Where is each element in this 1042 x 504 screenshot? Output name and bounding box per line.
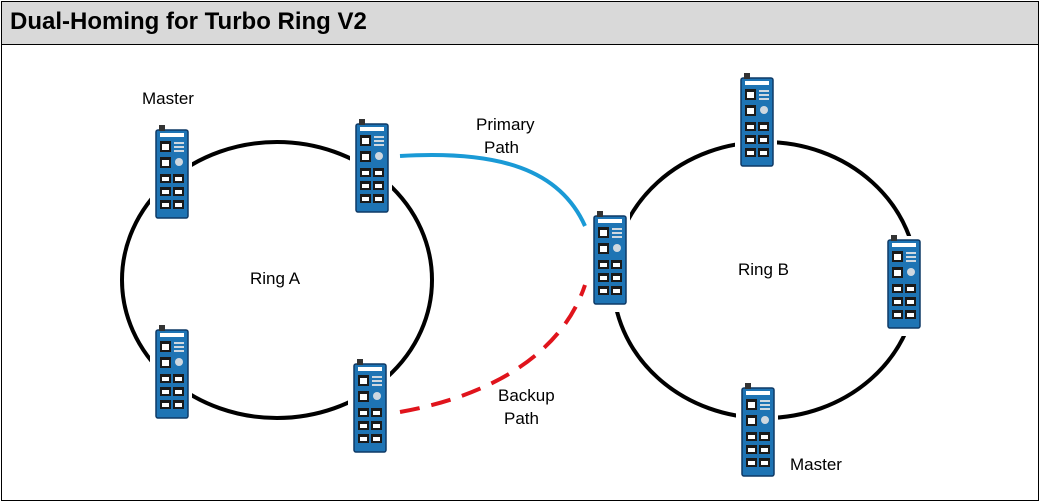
ring-b-circle: [611, 140, 919, 420]
backup-path-label-line2: Path: [504, 409, 539, 428]
switch-ring-b-right: [887, 234, 921, 329]
backup-path-line: [399, 284, 587, 414]
ring-b: [611, 140, 919, 420]
switch-dual-homing: [593, 210, 627, 305]
master-label-ring-a: Master: [142, 89, 194, 108]
switch-ring-a-top-right: [355, 118, 389, 213]
ring-a-label: Ring A: [250, 269, 301, 288]
ring-a-circle: [120, 140, 434, 420]
switch-ring-a-bottom-right: [353, 358, 387, 453]
master-label-ring-b: Master: [790, 455, 842, 474]
primary-path-label-line2: Path: [484, 138, 519, 157]
switch-ring-b-master: [741, 382, 775, 477]
switch-ring-a-bottom-left: [155, 324, 189, 419]
switch-ring-b-top: [740, 72, 774, 167]
switch-ring-a-master: [155, 124, 189, 219]
primary-path-line: [399, 153, 587, 227]
diagram-title: Dual-Homing for Turbo Ring V2: [10, 8, 367, 35]
ring-a: [120, 140, 434, 420]
backup-path-label-line1: Backup: [498, 386, 555, 405]
primary-path-label-line1: Primary: [476, 115, 535, 134]
diagram-header: Dual-Homing for Turbo Ring V2: [2, 2, 1038, 45]
ring-b-label: Ring B: [738, 260, 789, 279]
